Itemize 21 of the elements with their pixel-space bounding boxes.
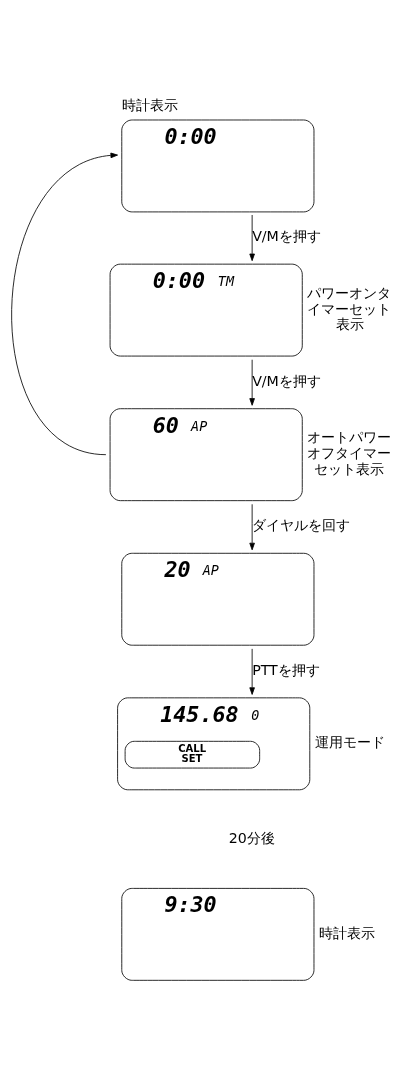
edge-label: V/Mを押す: [252, 228, 321, 245]
edge-label: V/Mを押す: [252, 372, 321, 389]
node-box: 0:00: [121, 119, 315, 213]
node-label: 時計表示: [121, 97, 178, 114]
node-label: 運用モード: [314, 734, 385, 751]
node-box: 20 AP: [121, 552, 315, 646]
arrow: [11, 152, 118, 456]
arrow: [249, 648, 255, 695]
node-label: パワーオンタイマーセット表示: [307, 284, 392, 333]
edge-label: ダイヤルを回す: [252, 517, 351, 534]
arrow: [249, 214, 255, 262]
arrow: [249, 359, 255, 406]
node-box: 9:30: [121, 887, 315, 981]
node-box: 145.68 0 CALL SET: [117, 697, 311, 791]
edge-label: PTTを押す: [252, 661, 320, 678]
node-box: 0:00 TM: [109, 263, 303, 357]
node-label: 時計表示: [318, 924, 375, 941]
label: 20分後: [228, 829, 275, 846]
node-label: オートパワーオフタイマーセット表示: [307, 429, 392, 477]
node-box: 60 AP: [109, 408, 303, 502]
arrow: [249, 503, 255, 551]
